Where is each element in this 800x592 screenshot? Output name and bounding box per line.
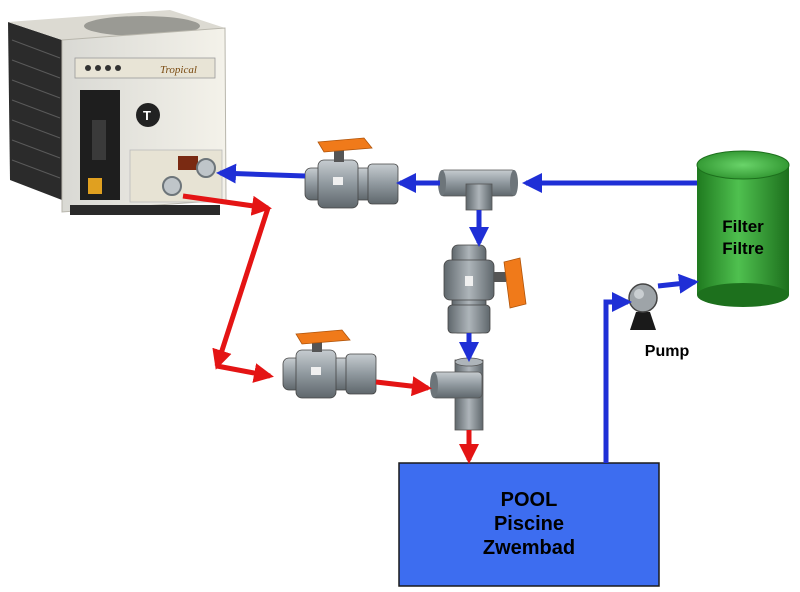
flow-return-down-arrow — [212, 207, 271, 370]
pump-label: Pump — [645, 343, 690, 360]
flow-valve-to-fitting-arrow — [375, 376, 432, 397]
flow-pool-to-pump-arrow — [603, 292, 632, 463]
pool: POOL Piscine Zwembad — [398, 462, 660, 587]
zwembad-label: Zwembad — [483, 537, 575, 559]
heat-pump-grille — [8, 22, 62, 200]
flow-valve-to-heat-pump-arrow — [216, 163, 306, 184]
pool-label: POOL — [501, 489, 558, 511]
heat-pump-logo — [136, 103, 160, 127]
top-tee-fitting — [438, 169, 518, 211]
piscine-label: Piscine — [494, 513, 564, 535]
valve-top — [304, 137, 399, 209]
flow-pump-to-filter-arrow — [657, 273, 699, 294]
bottom-tee-fitting — [430, 357, 484, 431]
flow-heat-pump-out-arrow — [182, 193, 272, 216]
svg-text:T: T — [143, 108, 151, 123]
valve-middle — [443, 244, 527, 334]
valve-top-handle — [317, 137, 373, 153]
valve-bottom — [282, 329, 377, 399]
heat-pump-inlet-port — [196, 158, 216, 178]
filtre-label: Filtre — [722, 239, 764, 258]
filter-tank: Filter Filtre — [696, 150, 790, 307]
heat-pump-unit: Tropical T — [8, 10, 227, 215]
valve-bottom-handle — [295, 329, 351, 345]
flow-return-to-valve-arrow — [216, 363, 274, 383]
valve-middle-handle — [503, 257, 527, 309]
heat-pump-brand: Tropical — [160, 64, 197, 76]
filter-label: Filter — [722, 217, 764, 236]
heat-pump-outlet-port — [162, 176, 182, 196]
pump: Pump — [628, 283, 690, 360]
